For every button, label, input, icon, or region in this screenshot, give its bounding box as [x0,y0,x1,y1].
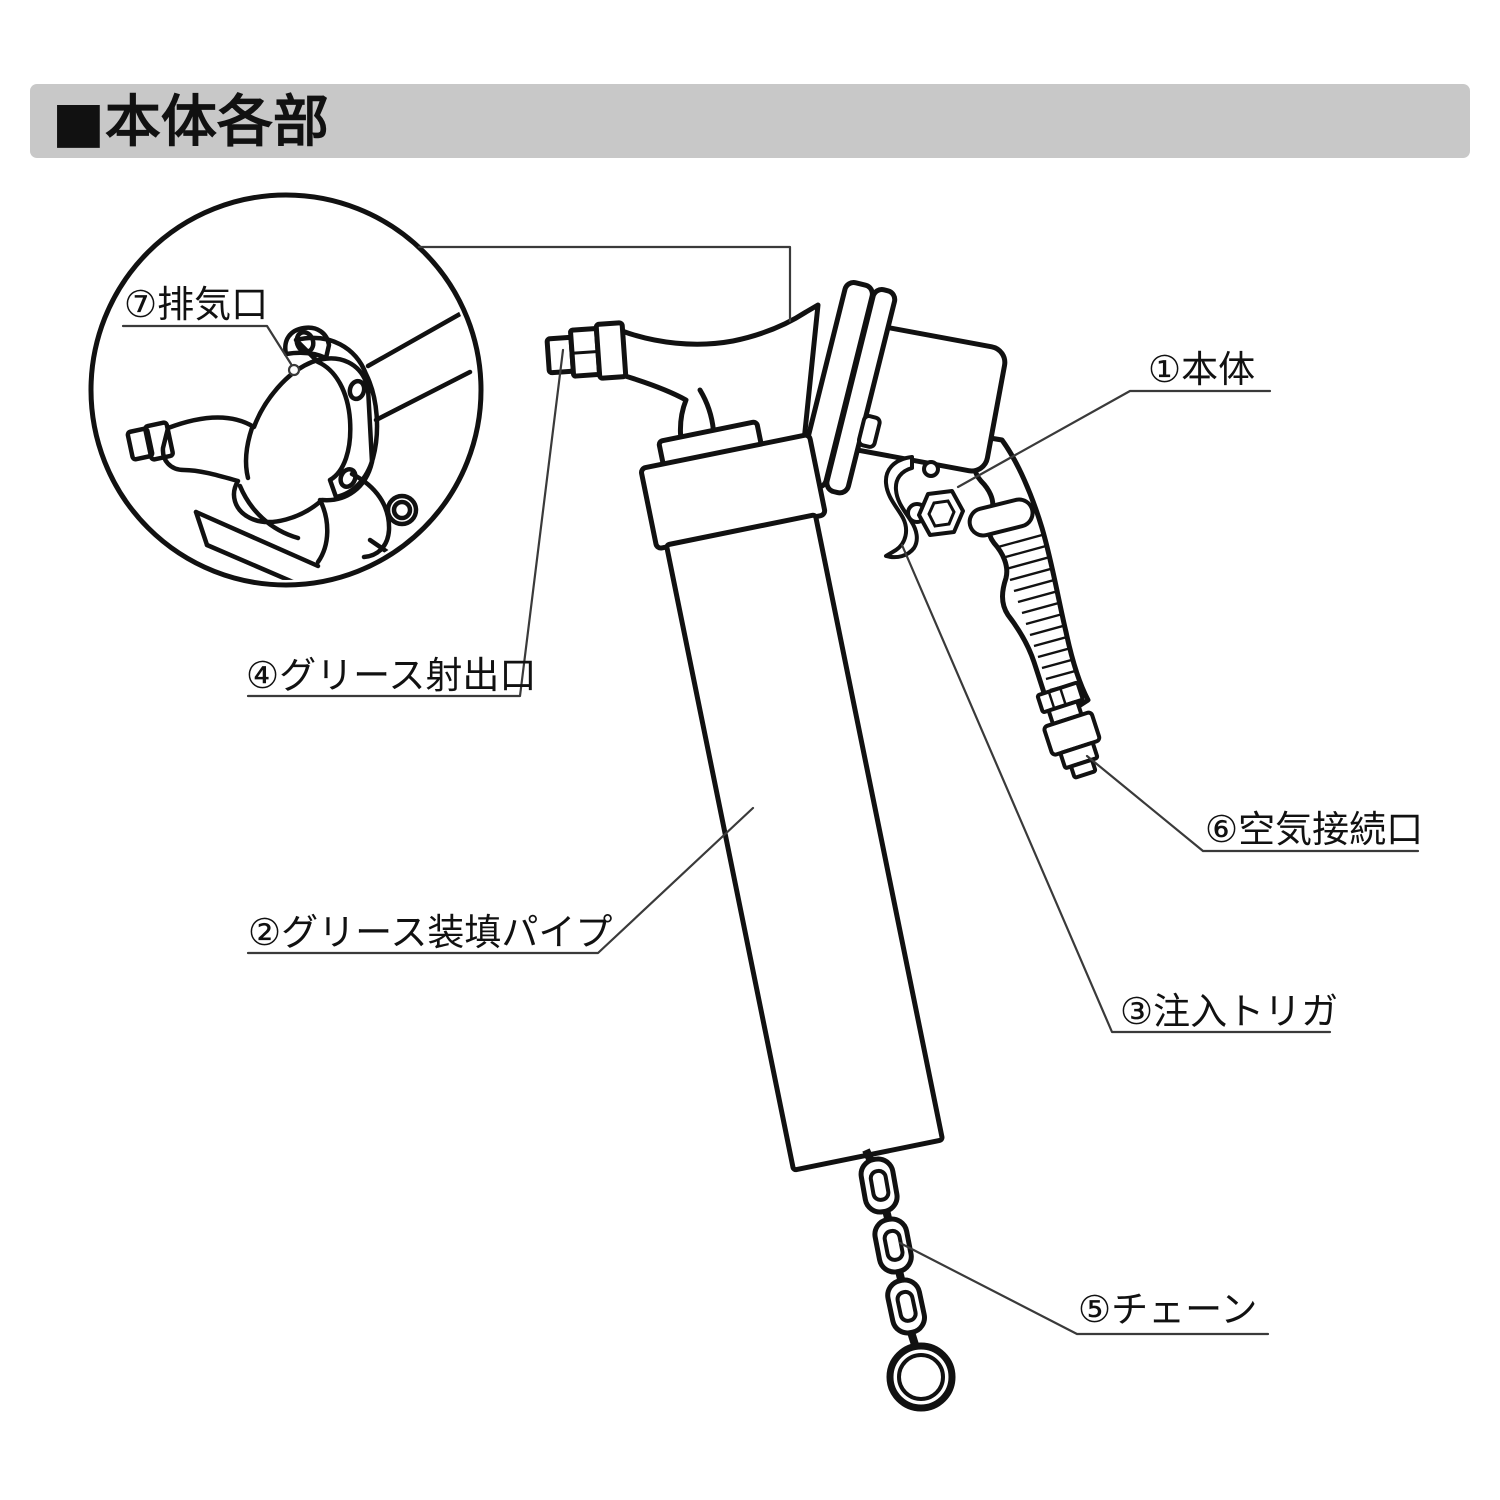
grease-pipe [639,419,945,1173]
label-main-body: ①本体 [1148,348,1255,391]
label-trigger: ③注入トリガ [1120,990,1338,1033]
label-grease-pipe: ②グリース装填パイプ [248,911,612,954]
detail-connector-line [417,245,792,323]
gun-drawing [544,280,1102,1412]
header-bar-background [30,84,1470,158]
clamp-band [796,280,898,496]
pipe-tube [664,512,945,1173]
leader-chain [898,1241,1270,1336]
grease-outlet-nozzle [544,320,629,381]
handle-grip [967,433,1091,725]
label-exhaust-port-group: ⑦排気口 [121,283,301,377]
part-labels: ①本体 ②グリース装填パイプ ③注入トリガ ④グリース射出口 ⑤チェーン ⑥空気… [246,348,1423,1331]
leader-grease-outlet [246,348,565,698]
bolt-hole [294,329,316,355]
trigger-pivot [922,460,940,478]
leader-air-connector [1085,754,1420,853]
bolt-hole [347,378,367,402]
leader-main-body [956,389,1272,489]
header-bar: ■本体各部 [30,84,1470,158]
label-air-connector: ⑥空気接続口 [1205,808,1423,851]
air-connector [1035,680,1102,780]
leader-exhaust-port [121,324,293,366]
leader-grease-pipe [246,806,755,955]
trigger-nut [917,489,965,537]
label-exhaust-port: ⑦排気口 [124,283,268,326]
detail-circle [88,192,484,588]
exhaust-port-hole [287,363,301,377]
chain [858,1148,956,1412]
page-title: ■本体各部 [52,90,329,155]
bolt-hole [338,467,358,489]
injection-trigger [883,455,965,560]
label-chain: ⑤チェーン [1078,1288,1257,1331]
label-grease-outlet: ④グリース射出口 [246,654,536,697]
leader-lines [246,348,1420,1336]
detail-view: ⑦排気口 [88,192,792,588]
leader-trigger [900,543,1332,1034]
handle-slot [967,497,1035,538]
